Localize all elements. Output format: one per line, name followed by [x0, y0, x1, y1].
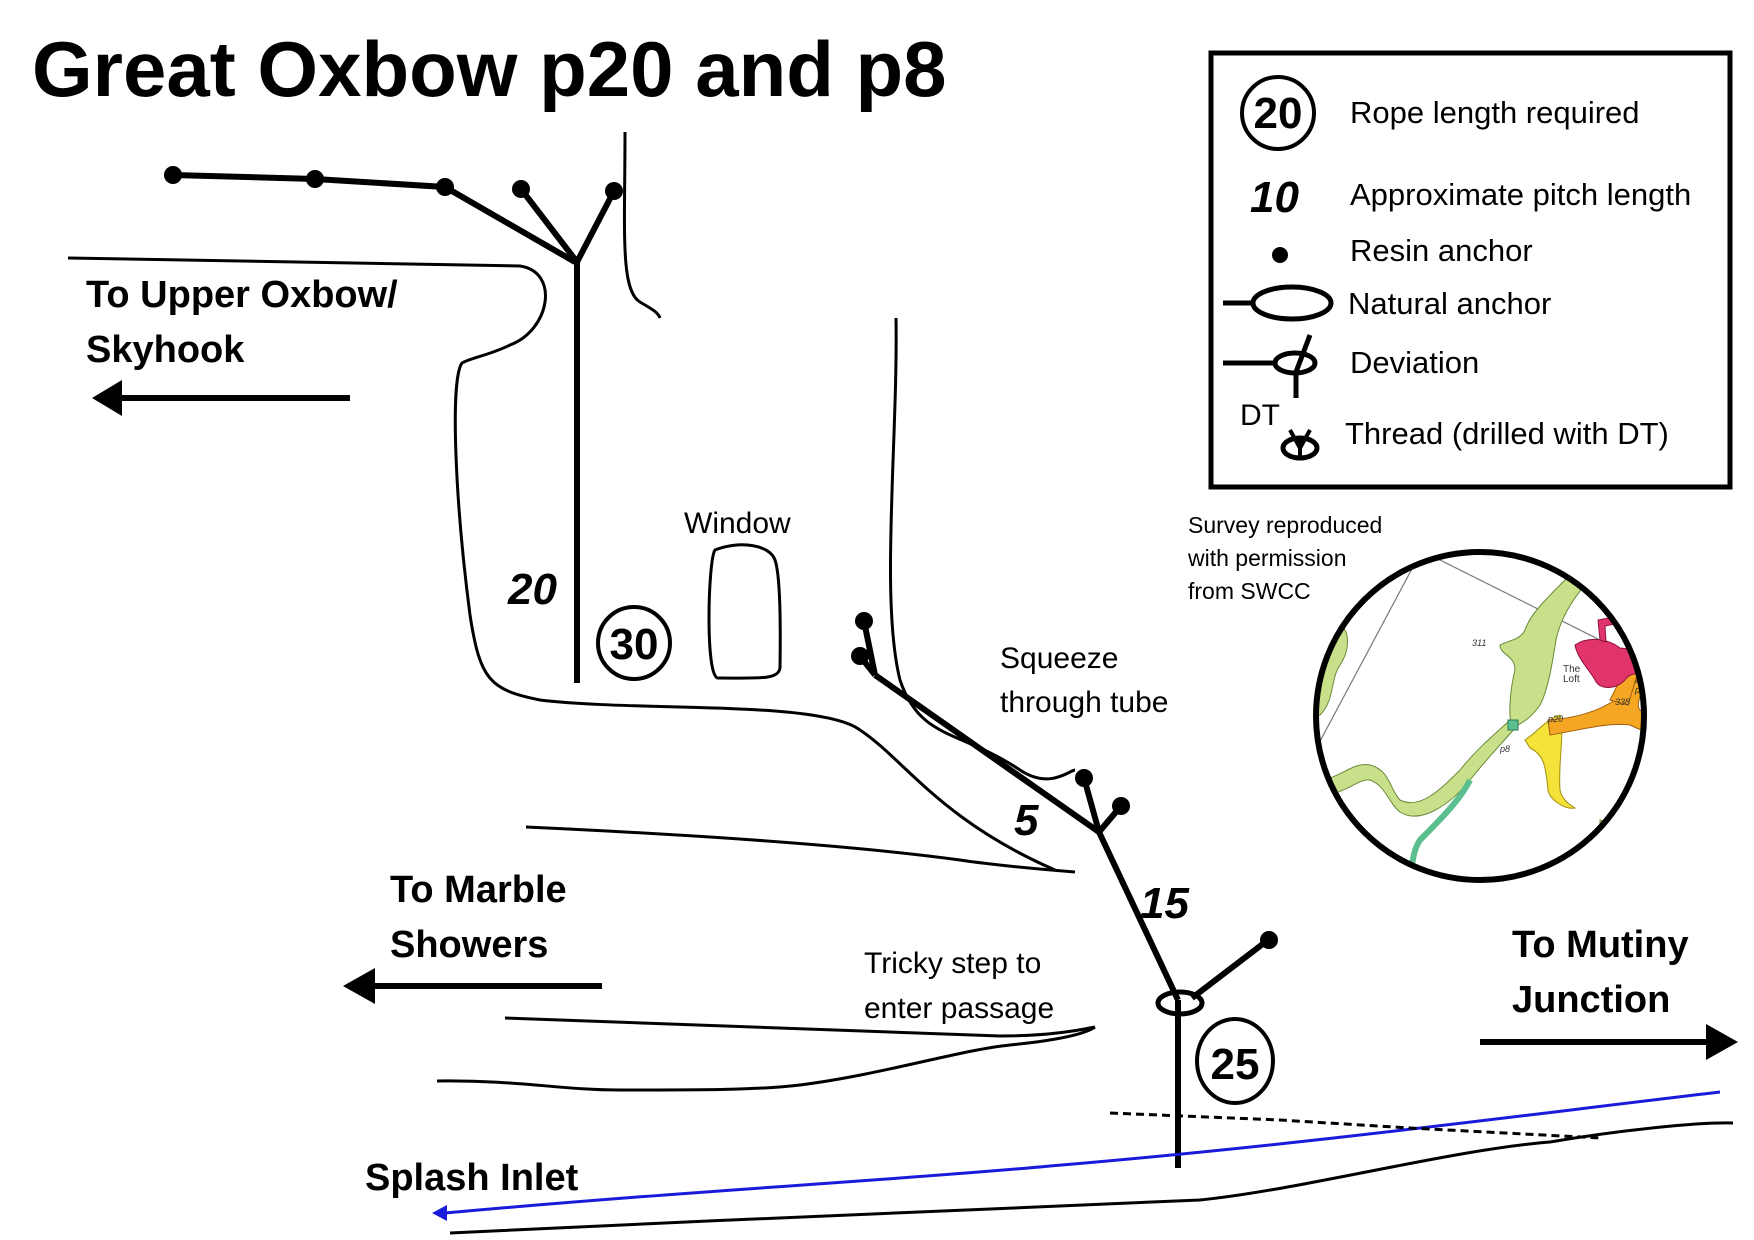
y-hang-left	[518, 187, 580, 264]
resin-anchor-icon	[1260, 931, 1278, 949]
legend-label-pitch: Approximate pitch length	[1350, 177, 1691, 212]
wall-upper-right-top	[622, 131, 662, 319]
window-label: Window	[684, 507, 791, 540]
legend-label-resin: Resin anchor	[1350, 233, 1533, 268]
legend-rope-length-icon: 20	[1240, 75, 1316, 151]
page-title: Great Oxbow p20 and p8	[32, 25, 947, 113]
survey-label: p12	[1649, 588, 1665, 598]
legend-label-natural: Natural anchor	[1348, 286, 1551, 321]
wall-bottom	[449, 1121, 1734, 1235]
wall-step-top	[504, 1016, 1096, 1038]
p20-rope-length-badge: 30	[596, 605, 672, 681]
survey-label: 338	[1615, 697, 1630, 707]
arrow-left-icon	[343, 968, 602, 1004]
survey-label: Loft	[1563, 674, 1580, 685]
resin-anchor-icon	[512, 180, 530, 198]
resin-anchor-icon	[1272, 247, 1288, 263]
resin-anchor-icon	[1112, 797, 1130, 815]
survey-label: 364	[1618, 588, 1633, 598]
squeeze-note-line1: Squeeze	[1000, 642, 1118, 675]
p20-rope-length: 30	[610, 620, 659, 669]
survey-pool	[1507, 719, 1519, 731]
stream-arrow-icon	[432, 1205, 447, 1221]
survey-passage-yellow	[1524, 714, 1577, 809]
survey-label: p8	[1499, 744, 1510, 754]
survey-credit-line2: with permission	[1187, 545, 1347, 571]
thread-icon	[1280, 429, 1320, 461]
survey-label: 344	[1636, 554, 1651, 564]
legend-rope-value: 20	[1254, 89, 1303, 138]
resin-anchor-icon	[306, 170, 324, 188]
p15-rope-length-badge: 25	[1195, 1017, 1275, 1105]
survey-inset-map: 311 311 344 364 p12 368 The Loft aven p2…	[1300, 549, 1665, 883]
y-hang-left	[1081, 777, 1102, 833]
resin-anchor-icon	[605, 182, 623, 200]
survey-loft-magenta	[1574, 638, 1644, 688]
survey-passage-orange	[1645, 555, 1660, 575]
survey-label: The	[1563, 664, 1581, 675]
survey-passage-green	[1499, 552, 1644, 729]
p15-pitch-length: 15	[1140, 879, 1189, 928]
p5-pitch-length: 5	[1014, 796, 1039, 845]
dest-mutiny-junction-line2: Junction	[1512, 979, 1670, 1021]
dest-mutiny-junction-line1: To Mutiny	[1512, 924, 1689, 966]
p8-anchors	[851, 612, 1278, 949]
dashed-ledge-line	[1109, 1111, 1601, 1140]
squeeze-note-line2: through tube	[1000, 686, 1168, 719]
legend-thread-prefix: DT	[1240, 399, 1280, 432]
legend-label-deviation: Deviation	[1350, 345, 1479, 380]
wall-marble-top	[525, 825, 1076, 874]
dest-splash-inlet: Splash Inlet	[365, 1157, 579, 1199]
dest-marble-showers-line1: To Marble	[390, 869, 567, 911]
grid-line	[1399, 552, 1644, 721]
dest-upper-oxbow-line1: To Upper Oxbow/	[86, 274, 398, 316]
wall-step-bottom	[436, 1025, 1096, 1092]
legend-pitch-icon: 10	[1250, 173, 1299, 222]
p20-pitch-length: 20	[507, 565, 557, 614]
p8-rigging	[857, 620, 1270, 1168]
legend-label-thread: Thread (drilled with DT)	[1345, 416, 1669, 451]
hang-a	[861, 620, 878, 676]
legend: 20 Rope length required 10 Approximate p…	[1208, 50, 1733, 490]
resin-anchor-icon	[851, 647, 869, 665]
natural-anchor-icon	[1155, 989, 1205, 1017]
traverse-line	[172, 172, 577, 265]
window-outline	[707, 543, 782, 680]
dest-marble-showers-line2: Showers	[390, 924, 548, 966]
survey-credit-line1: Survey reproduced	[1188, 512, 1382, 538]
survey-credit-line3: from SWCC	[1188, 578, 1311, 604]
p15-rope	[1096, 830, 1181, 1002]
deviation-icon	[1223, 334, 1318, 398]
stream-line	[444, 1090, 1721, 1215]
arrow-left-icon	[92, 380, 350, 416]
resin-anchor-icon	[436, 178, 454, 196]
p15-rope-length: 25	[1211, 1040, 1260, 1089]
survey-passage-green	[1599, 819, 1644, 851]
y-hang-right	[574, 189, 617, 264]
dest-upper-oxbow-line2: Skyhook	[86, 329, 245, 371]
arrow-right-icon	[1480, 1024, 1738, 1060]
rebelay-line	[1190, 937, 1270, 1001]
wall-upper-left	[67, 256, 1056, 872]
survey-inset-frame	[1313, 549, 1647, 883]
survey-label: 311	[1472, 638, 1486, 648]
tricky-step-note-line1: Tricky step to	[864, 947, 1041, 980]
resin-anchor-icon	[855, 612, 873, 630]
resin-anchor-icon	[1075, 769, 1093, 787]
resin-anchor-icon	[164, 166, 182, 184]
legend-label-rope: Rope length required	[1350, 95, 1640, 130]
p20-rigging	[172, 172, 617, 683]
survey-label: p20	[1547, 714, 1563, 724]
natural-anchor-icon	[1223, 284, 1334, 322]
p5-rope	[873, 672, 1101, 835]
legend-frame	[1208, 50, 1733, 490]
tricky-step-note-line2: enter passage	[864, 992, 1054, 1025]
p20-anchors	[164, 166, 623, 200]
survey-passage-yellow	[1300, 715, 1314, 737]
